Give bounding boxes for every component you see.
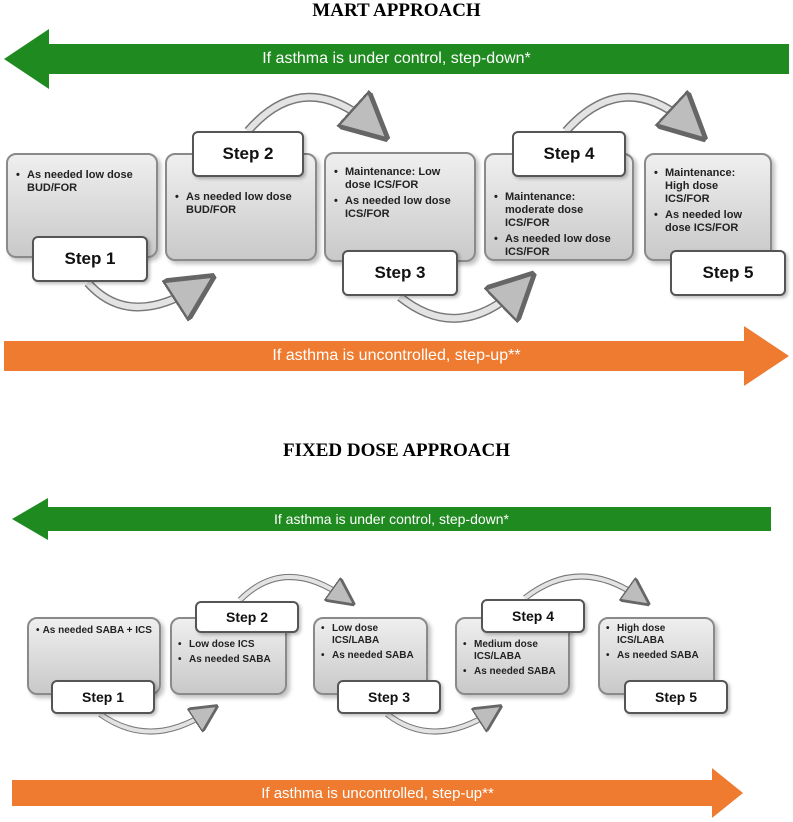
fixed-step3-item-2: As needed SABA [321, 650, 420, 662]
fixed-title: FIXED DOSE APPROACH [283, 440, 510, 461]
fixed-step3-label: Step 3 [337, 680, 441, 714]
mart-step2-item: As needed low dose BUD/FOR [175, 191, 307, 217]
mart-step4-item-2: As needed low dose ICS/FOR [494, 233, 624, 259]
mart-step-down-arrow: If asthma is under control, step-down* [4, 29, 789, 89]
fixed-step5-item-2: As needed SABA [606, 650, 707, 662]
fixed-step-down-arrow: If asthma is under control, step-down* [12, 498, 771, 540]
fixed-connector-1-2 [98, 709, 210, 735]
fixed-step2-item-2: As needed SABA [178, 654, 279, 666]
fixed-step2-item-1: Low dose ICS [178, 639, 279, 651]
mart-step5-item-1: Maintenance: High dose ICS/FOR [654, 167, 762, 206]
fixed-connector-2-3 [237, 574, 347, 603]
mart-step4-item-1: Maintenance: moderate dose ICS/FOR [494, 191, 624, 230]
fixed-step-up-arrow: If asthma is uncontrolled, step-up** [12, 768, 743, 818]
mart-step2-label: Step 2 [192, 131, 304, 177]
mart-step-up-arrow: If asthma is uncontrolled, step-up** [4, 326, 789, 386]
mart-connector-1-2 [84, 279, 203, 312]
mart-step4-label: Step 4 [512, 131, 626, 177]
mart-step-down-label: If asthma is under control, step-down* [262, 50, 531, 67]
fixed-step-down-label: If asthma is under control, step-down* [273, 511, 509, 527]
mart-step3-card: Maintenance: Low dose ICS/FOR As needed … [324, 152, 476, 262]
fixed-step1-item: As needed SABA + ICS [35, 625, 153, 637]
mart-connector-2-3 [244, 92, 379, 134]
mart-step1-label: Step 1 [32, 236, 148, 282]
mart-step5-item-2: As needed low dose ICS/FOR [654, 209, 762, 235]
mart-step3-label: Step 3 [342, 250, 458, 296]
fixed-step3-item-1: Low dose ICS/LABA [321, 623, 420, 647]
fixed-step-up-label: If asthma is uncontrolled, step-up** [261, 784, 494, 802]
mart-title: MART APPROACH [312, 0, 481, 21]
fixed-step4-label: Step 4 [481, 599, 585, 633]
fixed-step4-item-2: As needed SABA [463, 666, 562, 678]
mart-step3-item-1: Maintenance: Low dose ICS/FOR [334, 166, 466, 192]
mart-step3-item-2: As needed low dose ICS/FOR [334, 195, 466, 221]
mart-step1-item: As needed low dose BUD/FOR [16, 169, 148, 195]
mart-step5-label: Step 5 [670, 250, 786, 296]
fixed-connector-3-4 [385, 709, 494, 735]
fixed-step5-item-1: High dose ICS/LABA [606, 623, 707, 647]
fixed-step1-label: Step 1 [51, 680, 155, 714]
fixed-step5-label: Step 5 [624, 680, 728, 714]
fixed-step4-item-1: Medium dose ICS/LABA [463, 639, 562, 663]
fixed-connector-4-5 [523, 573, 642, 601]
fixed-step2-label: Step 2 [195, 601, 299, 633]
mart-connector-4-5 [562, 92, 697, 135]
mart-step5-card: Maintenance: High dose ICS/FOR As needed… [644, 153, 772, 261]
mart-step-up-label: If asthma is uncontrolled, step-up** [272, 347, 521, 364]
